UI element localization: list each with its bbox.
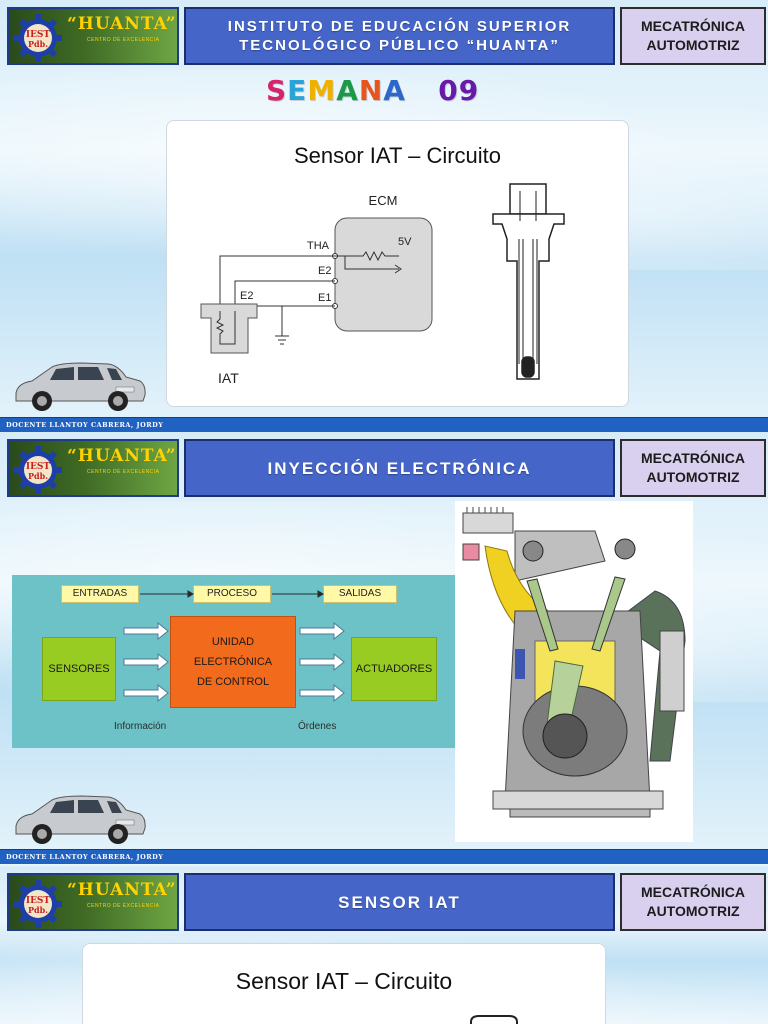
svg-text:IEST: IEST: [26, 896, 51, 906]
flow-arrows: [123, 590, 345, 703]
sensor-iat-banner: SENSOR IAT: [184, 873, 615, 931]
banner-line-1: INSTITUTO DE EDUCACIÓN SUPERIOR: [227, 18, 572, 35]
course-line-2: AUTOMOTRIZ: [646, 469, 740, 485]
5v-label: 5V: [398, 236, 412, 248]
semana-letter: A: [383, 74, 406, 107]
entradas-label: ENTRADAS: [61, 585, 139, 603]
svg-text:Pdb.: Pdb.: [28, 39, 48, 49]
banner-title: SENSOR IAT: [338, 892, 461, 912]
course-line-2: AUTOMOTRIZ: [646, 903, 740, 919]
ecu-line-2: ELECTRÓNICA: [193, 656, 273, 668]
ecu-line-1: UNIDAD: [211, 636, 255, 648]
slide-1: IEST Pdb. “HUANTA” CENTRO DE EXCELENCIA …: [0, 0, 768, 432]
gear-logo-icon: IEST Pdb.: [14, 880, 62, 928]
iat-label: IAT: [218, 370, 239, 386]
iat-circuit-diagram: ECM THA E2 E1 5V E2 IAT: [200, 183, 565, 386]
banner-title: INYECCIÓN ELECTRÓNICA: [267, 458, 532, 478]
e2-label: E2: [318, 265, 331, 277]
circuit-title: Sensor IAT – Circuito: [293, 143, 502, 168]
ecu-line-3: DE CONTROL: [196, 676, 270, 688]
semana-letter: A: [336, 74, 359, 107]
ecm-label: ECM: [369, 193, 398, 208]
ordenes-label: Órdenes: [298, 721, 337, 732]
sensor-top-fragment: [470, 1015, 518, 1024]
course-line-1: MECATRÓNICA: [641, 884, 745, 900]
course-box: MECATRÓNICA AUTOMOTRIZ: [620, 7, 766, 65]
svg-text:Pdb.: Pdb.: [28, 905, 48, 915]
slide-2: IEST Pdb. “HUANTA” CENTRO DE EXCELENCIA …: [0, 432, 768, 866]
svg-text:Pdb.: Pdb.: [28, 471, 48, 481]
semana-letter: N: [358, 74, 384, 107]
course-box: MECATRÓNICA AUTOMOTRIZ: [620, 439, 766, 497]
footer-bar: DOCENTE LLANTOY CABRERA, JORDY: [0, 849, 768, 864]
logo-brand: “HUANTA”: [67, 446, 177, 466]
injection-block-diagram: ENTRADAS PROCESO SALIDAS SENSORES UNIDAD…: [12, 575, 456, 748]
logo-subtitle: CENTRO DE EXCELENCIA: [87, 469, 160, 475]
circuit-title-2: Sensor IAT – Circuito: [235, 968, 453, 994]
svg-text:IEST: IEST: [26, 30, 51, 40]
course-line-2: AUTOMOTRIZ: [646, 37, 740, 53]
e1-label: E1: [318, 292, 331, 304]
iest-huanta-logo: IEST Pdb. “HUANTA” CENTRO DE EXCELENCIA: [7, 7, 179, 65]
informacion-label: Información: [114, 721, 167, 732]
logo-subtitle: CENTRO DE EXCELENCIA: [87, 37, 160, 43]
iest-huanta-logo: IEST Pdb. “HUANTA” CENTRO DE EXCELENCIA: [7, 439, 179, 497]
semana-letter: E: [287, 74, 308, 107]
course-line-1: MECATRÓNICA: [641, 18, 745, 34]
course-line-1: MECATRÓNICA: [641, 450, 745, 466]
docente-label: DOCENTE LLANTOY CABRERA, JORDY: [6, 853, 164, 861]
logo-subtitle: CENTRO DE EXCELENCIA: [87, 903, 160, 909]
proceso-label: PROCESO: [193, 585, 271, 603]
footer-bar: DOCENTE LLANTOY CABRERA, JORDY: [0, 417, 768, 432]
semana-letter: S: [266, 74, 288, 107]
semana-number: 09: [438, 74, 480, 107]
banner-line-2: TECNOLÓGICO PÚBLICO “HUANTA”: [239, 37, 560, 54]
inyeccion-banner: INYECCIÓN ELECTRÓNICA: [184, 439, 615, 497]
semana-title: SEMANA 09: [266, 74, 479, 107]
actuadores-box: ACTUADORES: [351, 637, 437, 701]
institute-banner: INSTITUTO DE EDUCACIÓN SUPERIOR TECNOLÓG…: [184, 7, 615, 65]
svg-text:IEST: IEST: [26, 462, 51, 472]
car-image: [15, 795, 146, 844]
salidas-label: SALIDAS: [323, 585, 397, 603]
gear-logo-icon: IEST Pdb.: [14, 14, 62, 62]
course-box: MECATRÓNICA AUTOMOTRIZ: [620, 873, 766, 931]
docente-label: DOCENTE LLANTOY CABRERA, JORDY: [6, 421, 164, 429]
sensores-box: SENSORES: [42, 637, 116, 701]
gear-logo-icon: IEST Pdb.: [14, 446, 62, 494]
circuit-slide-card-2: Sensor IAT – Circuito: [82, 943, 606, 1024]
semana-word: SEMANA: [266, 74, 406, 107]
iat-sensor-drawing: [492, 183, 565, 380]
logo-brand: “HUANTA”: [67, 14, 177, 34]
semana-letter: M: [307, 74, 337, 107]
ecu-box: UNIDAD ELECTRÓNICA DE CONTROL: [170, 616, 296, 708]
slide-3: IEST Pdb. “HUANTA” CENTRO DE EXCELENCIA …: [0, 866, 768, 1024]
sensor-e2-label: E2: [240, 290, 253, 302]
car-image: [15, 362, 146, 411]
circuit-slide-card: Sensor IAT – Circuito ECM THA E2 E1 5V: [166, 120, 629, 407]
iest-huanta-logo: IEST Pdb. “HUANTA” CENTRO DE EXCELENCIA: [7, 873, 179, 931]
logo-brand: “HUANTA”: [67, 880, 177, 900]
engine-cutaway-image: [455, 501, 693, 842]
tha-label: THA: [307, 240, 330, 252]
